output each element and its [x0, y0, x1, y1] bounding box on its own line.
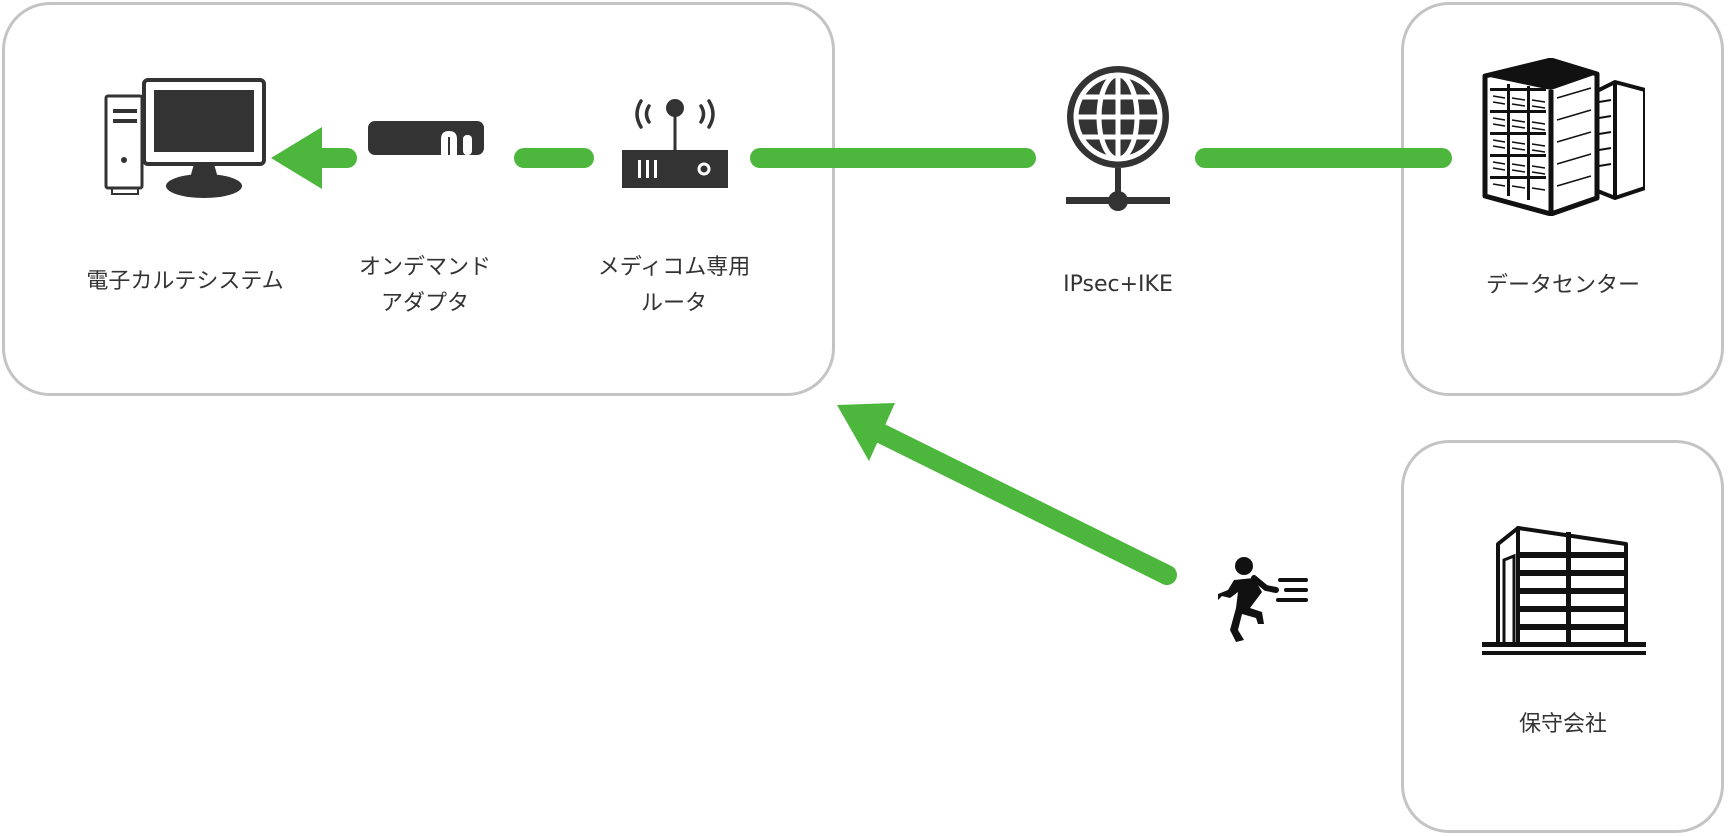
server-rack-icon: [1482, 58, 1645, 216]
vpn-label: IPsec+IKE: [1063, 272, 1173, 297]
datacenter-box: [1401, 2, 1724, 396]
router-label-line-1: メディコム専用: [597, 255, 751, 280]
maintenance-to-clinic-line: [858, 417, 1177, 585]
adapter-label-line-1: オンデマンド: [358, 255, 491, 280]
maintenance-box: [1401, 440, 1724, 833]
datacenter-label: データセンター: [1485, 273, 1640, 298]
arrowhead-clinic: [837, 403, 895, 461]
adapter-icon: [368, 121, 484, 155]
router-label-line-2: ルータ: [640, 291, 707, 316]
adapter-label-line-2: アダプタ: [380, 291, 469, 316]
adapter-label: オンデマンド アダプタ: [330, 250, 520, 322]
clinic-group-box: [2, 2, 835, 396]
globe-network-icon: [1066, 66, 1170, 211]
office-building-icon: [1482, 526, 1646, 655]
running-person-icon: [1218, 557, 1308, 642]
desktop-computer-icon: [104, 78, 266, 198]
emr-system-label: 電子カルテシステム: [86, 269, 284, 294]
maintenance-company-label: 保守会社: [1518, 712, 1607, 737]
router-icon: [622, 99, 728, 188]
router-label: メディコム専用 ルータ: [574, 250, 774, 322]
arrowhead-emr: [271, 127, 322, 189]
